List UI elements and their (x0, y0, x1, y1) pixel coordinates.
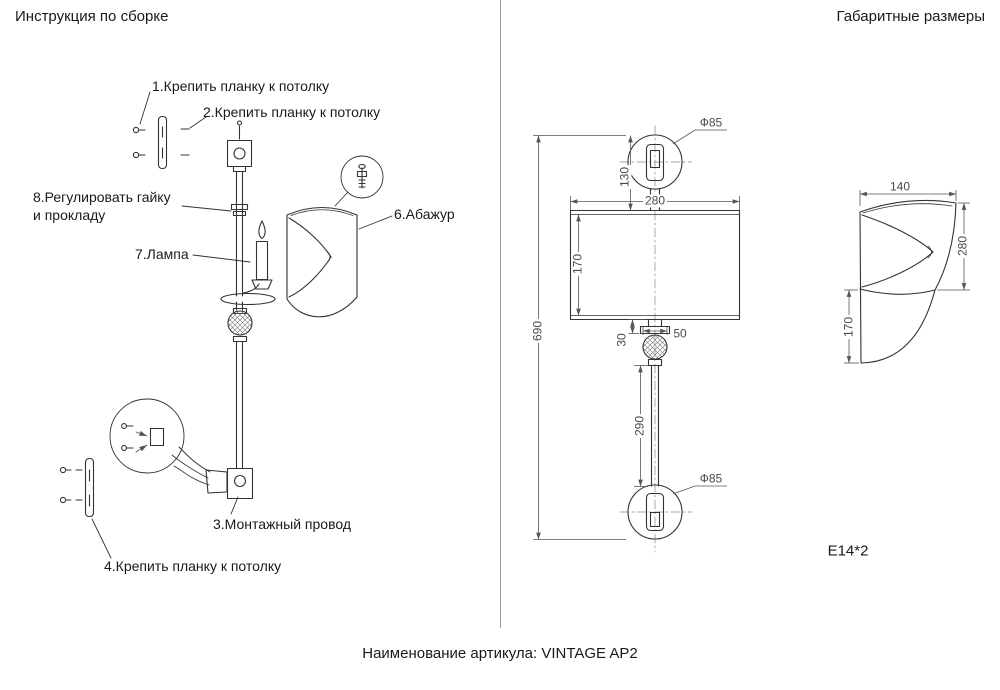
step-8-line-1: 8.Регулировать гайку (33, 189, 171, 205)
side-view-dimensions (844, 190, 970, 364)
dimensions-title: Габаритные размеры (836, 8, 985, 25)
dim-ball-width: 50 (671, 326, 689, 341)
side-view-drawing (859, 199, 957, 364)
shade-drawing (286, 207, 393, 318)
dim-neck-height: 130 (617, 164, 632, 190)
assembly-diagram (59, 91, 393, 559)
dim-top-diameter: Ф85 (697, 115, 725, 130)
wire-detail-callout (109, 398, 185, 474)
mounting-wires-drawing (171, 446, 211, 486)
dim-rod-length: 290 (632, 413, 647, 439)
socket-label: E14*2 (827, 542, 869, 560)
step-8-label: 8.Регулировать гайку и прокладу (33, 188, 171, 224)
step-4-label: 4.Крепить планку к потолку (104, 558, 282, 574)
front-view-drawing (569, 125, 741, 553)
dim-bottom-diameter: Ф85 (697, 471, 725, 486)
step-8-line-2: и прокладу (33, 207, 106, 223)
step-3-label: 3.Монтажный провод (213, 516, 352, 532)
dim-side-depth: 140 (887, 179, 913, 194)
top-bracket-drawing (132, 91, 207, 170)
dim-side-height-right: 280 (955, 233, 970, 259)
assembly-title: Инструкция по сборке (15, 8, 169, 25)
shade-detail-callout (334, 155, 384, 207)
step-2-label: 2.Крепить планку к потолку (203, 104, 381, 120)
lamp-body-drawing (181, 120, 276, 515)
dim-bracket-height: 30 (614, 331, 629, 349)
dim-shade-height: 170 (570, 251, 585, 277)
bottom-bracket-drawing (59, 457, 112, 559)
step-7-label: 7.Лампа (135, 246, 189, 262)
dim-overall-height: 690 (530, 318, 545, 344)
article-name: Наименование артикула: VINTAGE AP2 (362, 645, 638, 662)
dim-shade-width: 280 (642, 193, 668, 208)
step-1-label: 1.Крепить планку к потолку (152, 78, 330, 94)
dim-side-height-left: 170 (841, 314, 856, 340)
step-6-label: 6.Абажур (394, 206, 455, 222)
